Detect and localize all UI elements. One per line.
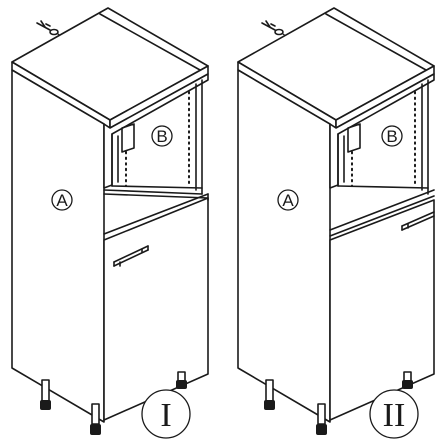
variant-label-1: I	[141, 389, 191, 439]
cabinet-legs	[264, 371, 413, 435]
svg-text:B: B	[156, 127, 167, 146]
part-label-a: A	[51, 189, 73, 211]
variant-label-2: II	[369, 389, 419, 439]
screw-icon	[36, 20, 59, 36]
door-handle	[401, 211, 435, 231]
screw-icon	[261, 20, 284, 36]
side-panel-a	[237, 69, 331, 423]
lower-door	[103, 197, 209, 421]
leg-back-right	[402, 371, 413, 389]
part-label-b: B	[151, 125, 173, 147]
svg-text:A: A	[282, 191, 294, 210]
part-label-b: B	[381, 125, 403, 147]
lower-door	[329, 199, 435, 421]
cabinet-variant-1: A B I	[11, 7, 209, 439]
svg-text:II: II	[383, 397, 406, 434]
cabinet-variant-2: A B II	[237, 7, 435, 439]
leg-front-left	[40, 379, 51, 410]
leg-front-left	[264, 379, 275, 410]
leg-front-right	[90, 403, 101, 435]
svg-text:B: B	[386, 127, 397, 146]
oven-niche	[103, 73, 209, 199]
leg-back-right	[176, 371, 187, 389]
svg-text:I: I	[160, 397, 171, 434]
door-handle	[113, 245, 149, 267]
leg-front-right	[316, 403, 327, 435]
oven-niche	[329, 73, 435, 237]
part-label-a: A	[277, 189, 299, 211]
cabinet-legs	[40, 371, 187, 435]
svg-text:A: A	[56, 191, 68, 210]
side-panel-a	[11, 69, 105, 423]
